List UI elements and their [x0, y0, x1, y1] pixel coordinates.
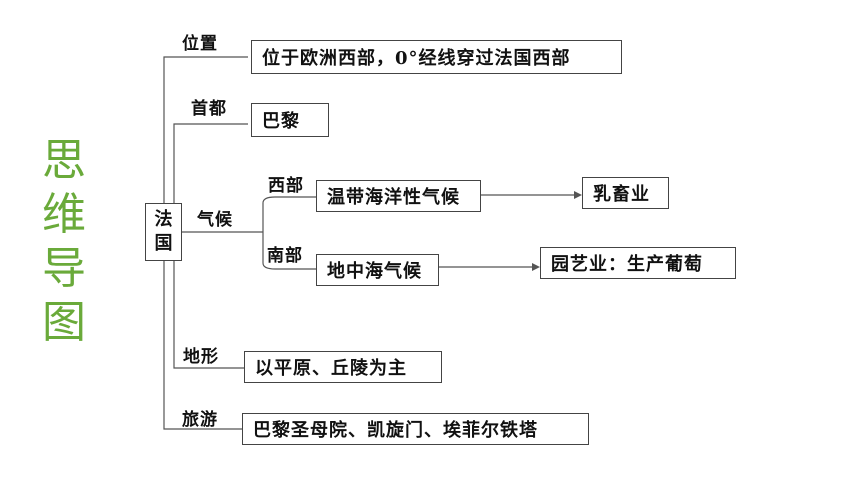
box-capital: 巴黎: [251, 103, 329, 137]
root-char: 国: [154, 233, 173, 254]
label-west: 西部: [268, 176, 304, 196]
root-char: 法: [154, 209, 173, 230]
side-title-char: 思: [42, 135, 86, 186]
label-position: 位置: [182, 34, 218, 54]
terrain-connector: [173, 261, 244, 369]
capital-connector: [173, 123, 248, 203]
trunk-line-lower: [163, 261, 242, 430]
trunk-line: [163, 56, 248, 203]
root-node-france: 法 国: [145, 203, 182, 261]
label-south: 南部: [267, 246, 303, 266]
box-west-result: 乳畜业: [582, 177, 669, 209]
box-terrain: 以平原、丘陵为主: [244, 351, 442, 383]
climate-south-connector: [262, 232, 316, 270]
box-tourism: 巴黎圣母院、凯旋门、埃菲尔铁塔: [242, 413, 589, 445]
side-title-char: 导: [42, 243, 86, 294]
label-tourism: 旅游: [182, 410, 218, 430]
label-capital: 首都: [191, 99, 227, 119]
box-west-climate: 温带海洋性气候: [316, 180, 481, 212]
box-south-result: 园艺业：生产葡萄: [540, 247, 736, 279]
climate-west-connector: [262, 196, 316, 232]
box-south-climate: 地中海气候: [316, 254, 439, 286]
arrowhead-south: [532, 263, 540, 271]
label-terrain: 地形: [183, 347, 219, 367]
side-title: 思 维 导 图: [34, 134, 94, 350]
side-title-char: 维: [42, 189, 86, 240]
label-climate: 气候: [197, 210, 233, 230]
arrowhead-west: [574, 191, 582, 199]
side-title-char: 图: [42, 297, 86, 348]
box-position: 位于欧洲西部，0°经线穿过法国西部: [251, 40, 622, 74]
